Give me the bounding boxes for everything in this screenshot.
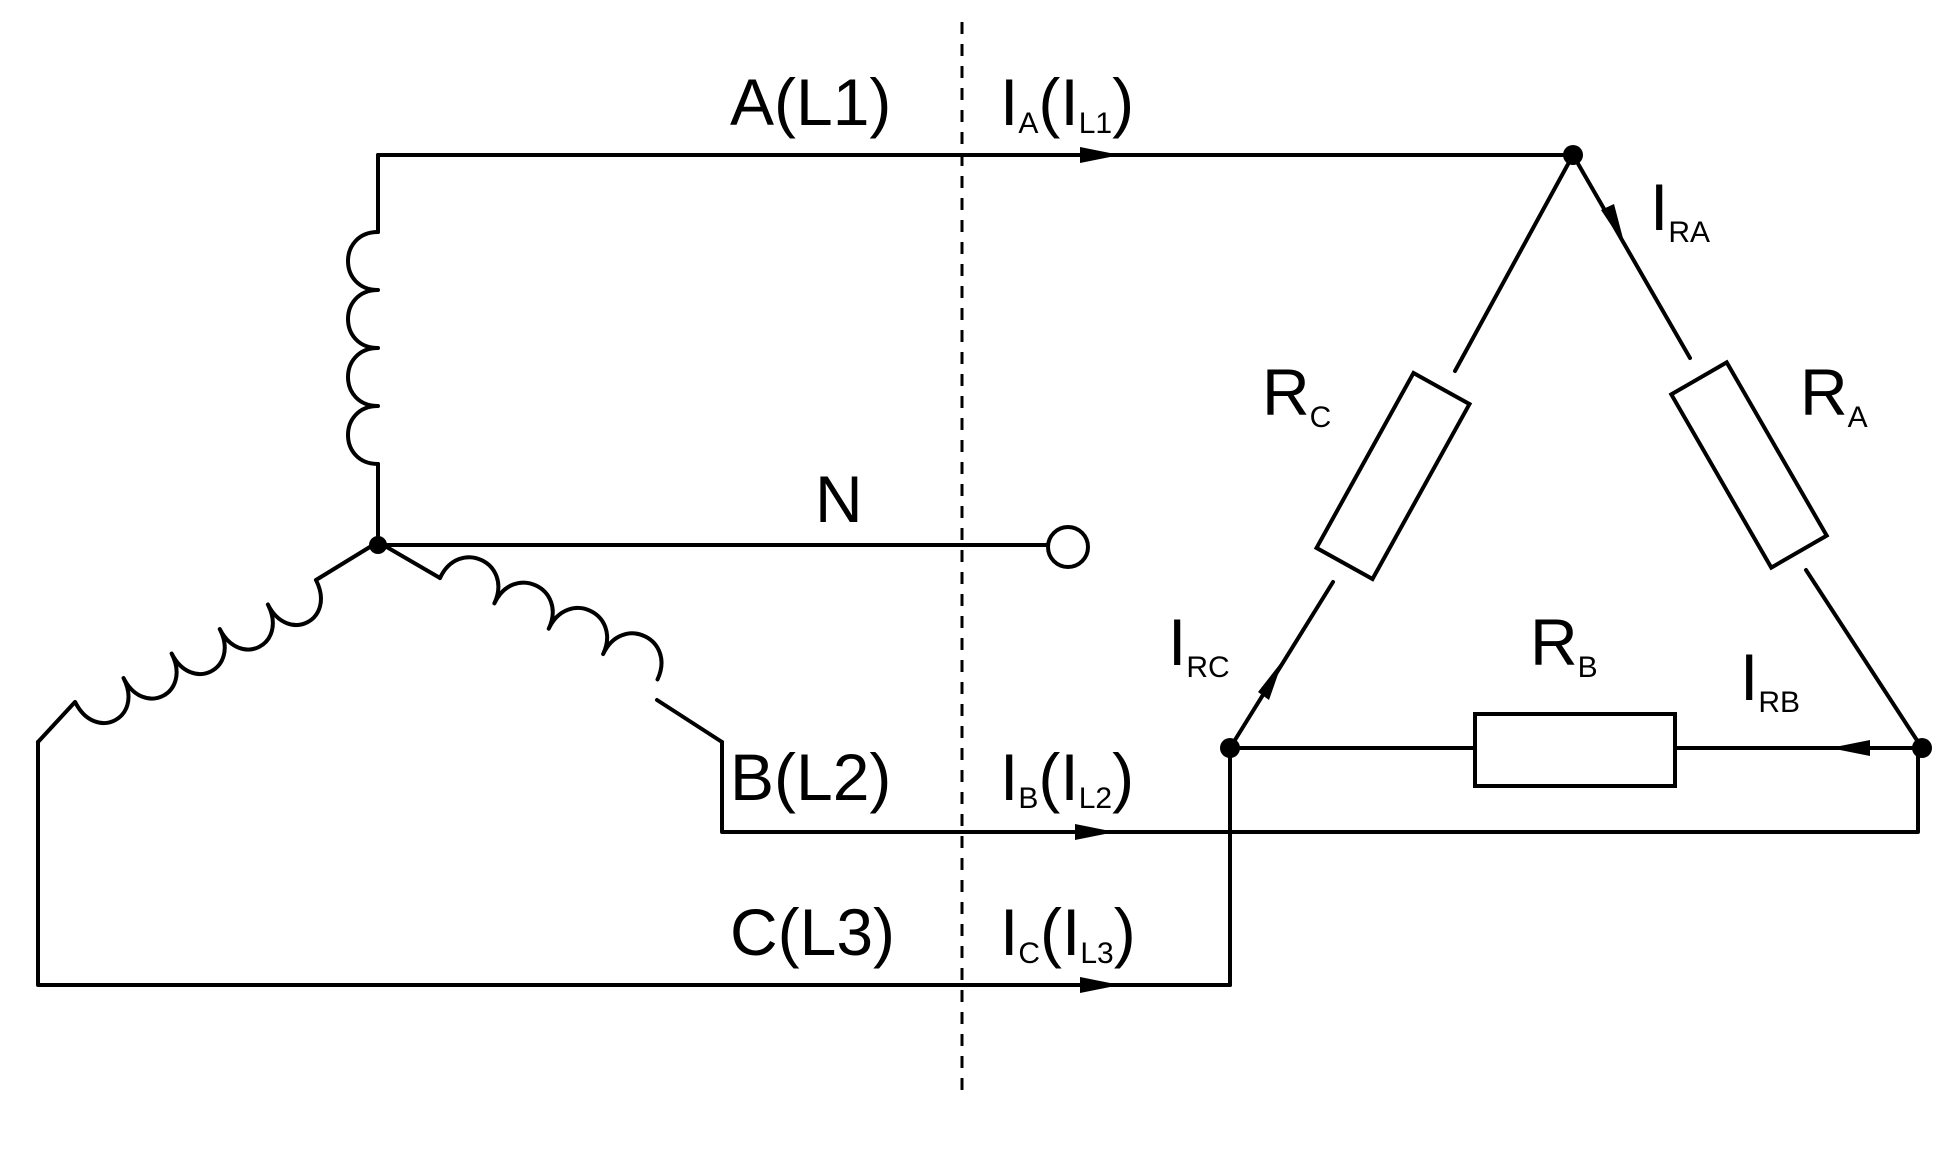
line-a-current-label: IA(IL1) [1000, 65, 1134, 140]
line-a-current-arrow [1080, 147, 1120, 163]
phase-c-current-arrow [1258, 660, 1283, 700]
line-c-label: C(L3) [730, 895, 895, 969]
line-b-label: B(L2) [730, 740, 891, 814]
generator-coil-a [346, 153, 380, 544]
delta-node-b [1912, 738, 1932, 758]
neutral-label: N [815, 462, 863, 536]
star-point-node [369, 536, 387, 554]
neutral-terminal [1046, 525, 1090, 569]
line-c-current-label: IC(IL3) [1000, 895, 1136, 970]
phase-c-current-label: IRC [1168, 605, 1230, 684]
resistor-rc [1313, 370, 1473, 582]
phase-b-current-label: IRB [1740, 640, 1800, 719]
resistor-ra [1668, 359, 1830, 571]
generator-coil-b [376, 540, 1920, 834]
resistor-ra-label: RA [1800, 355, 1868, 434]
phase-a-current-arrow [1601, 204, 1625, 246]
line-b-current-arrow [1075, 824, 1115, 840]
resistor-rb-label: RB [1530, 605, 1598, 684]
line-c-current-arrow [1080, 977, 1120, 993]
generator-coil-c [36, 540, 1232, 987]
resistor-rb [1473, 712, 1677, 788]
phase-b-current-arrow [1830, 740, 1870, 756]
delta-node-c [1220, 738, 1240, 758]
line-b-current-label: IB(IL2) [1000, 740, 1134, 815]
phase-a-current-label: IRA [1650, 170, 1710, 249]
resistor-rc-label: RC [1262, 355, 1331, 434]
line-a-label: A(L1) [730, 65, 891, 139]
delta-node-a [1563, 145, 1583, 165]
